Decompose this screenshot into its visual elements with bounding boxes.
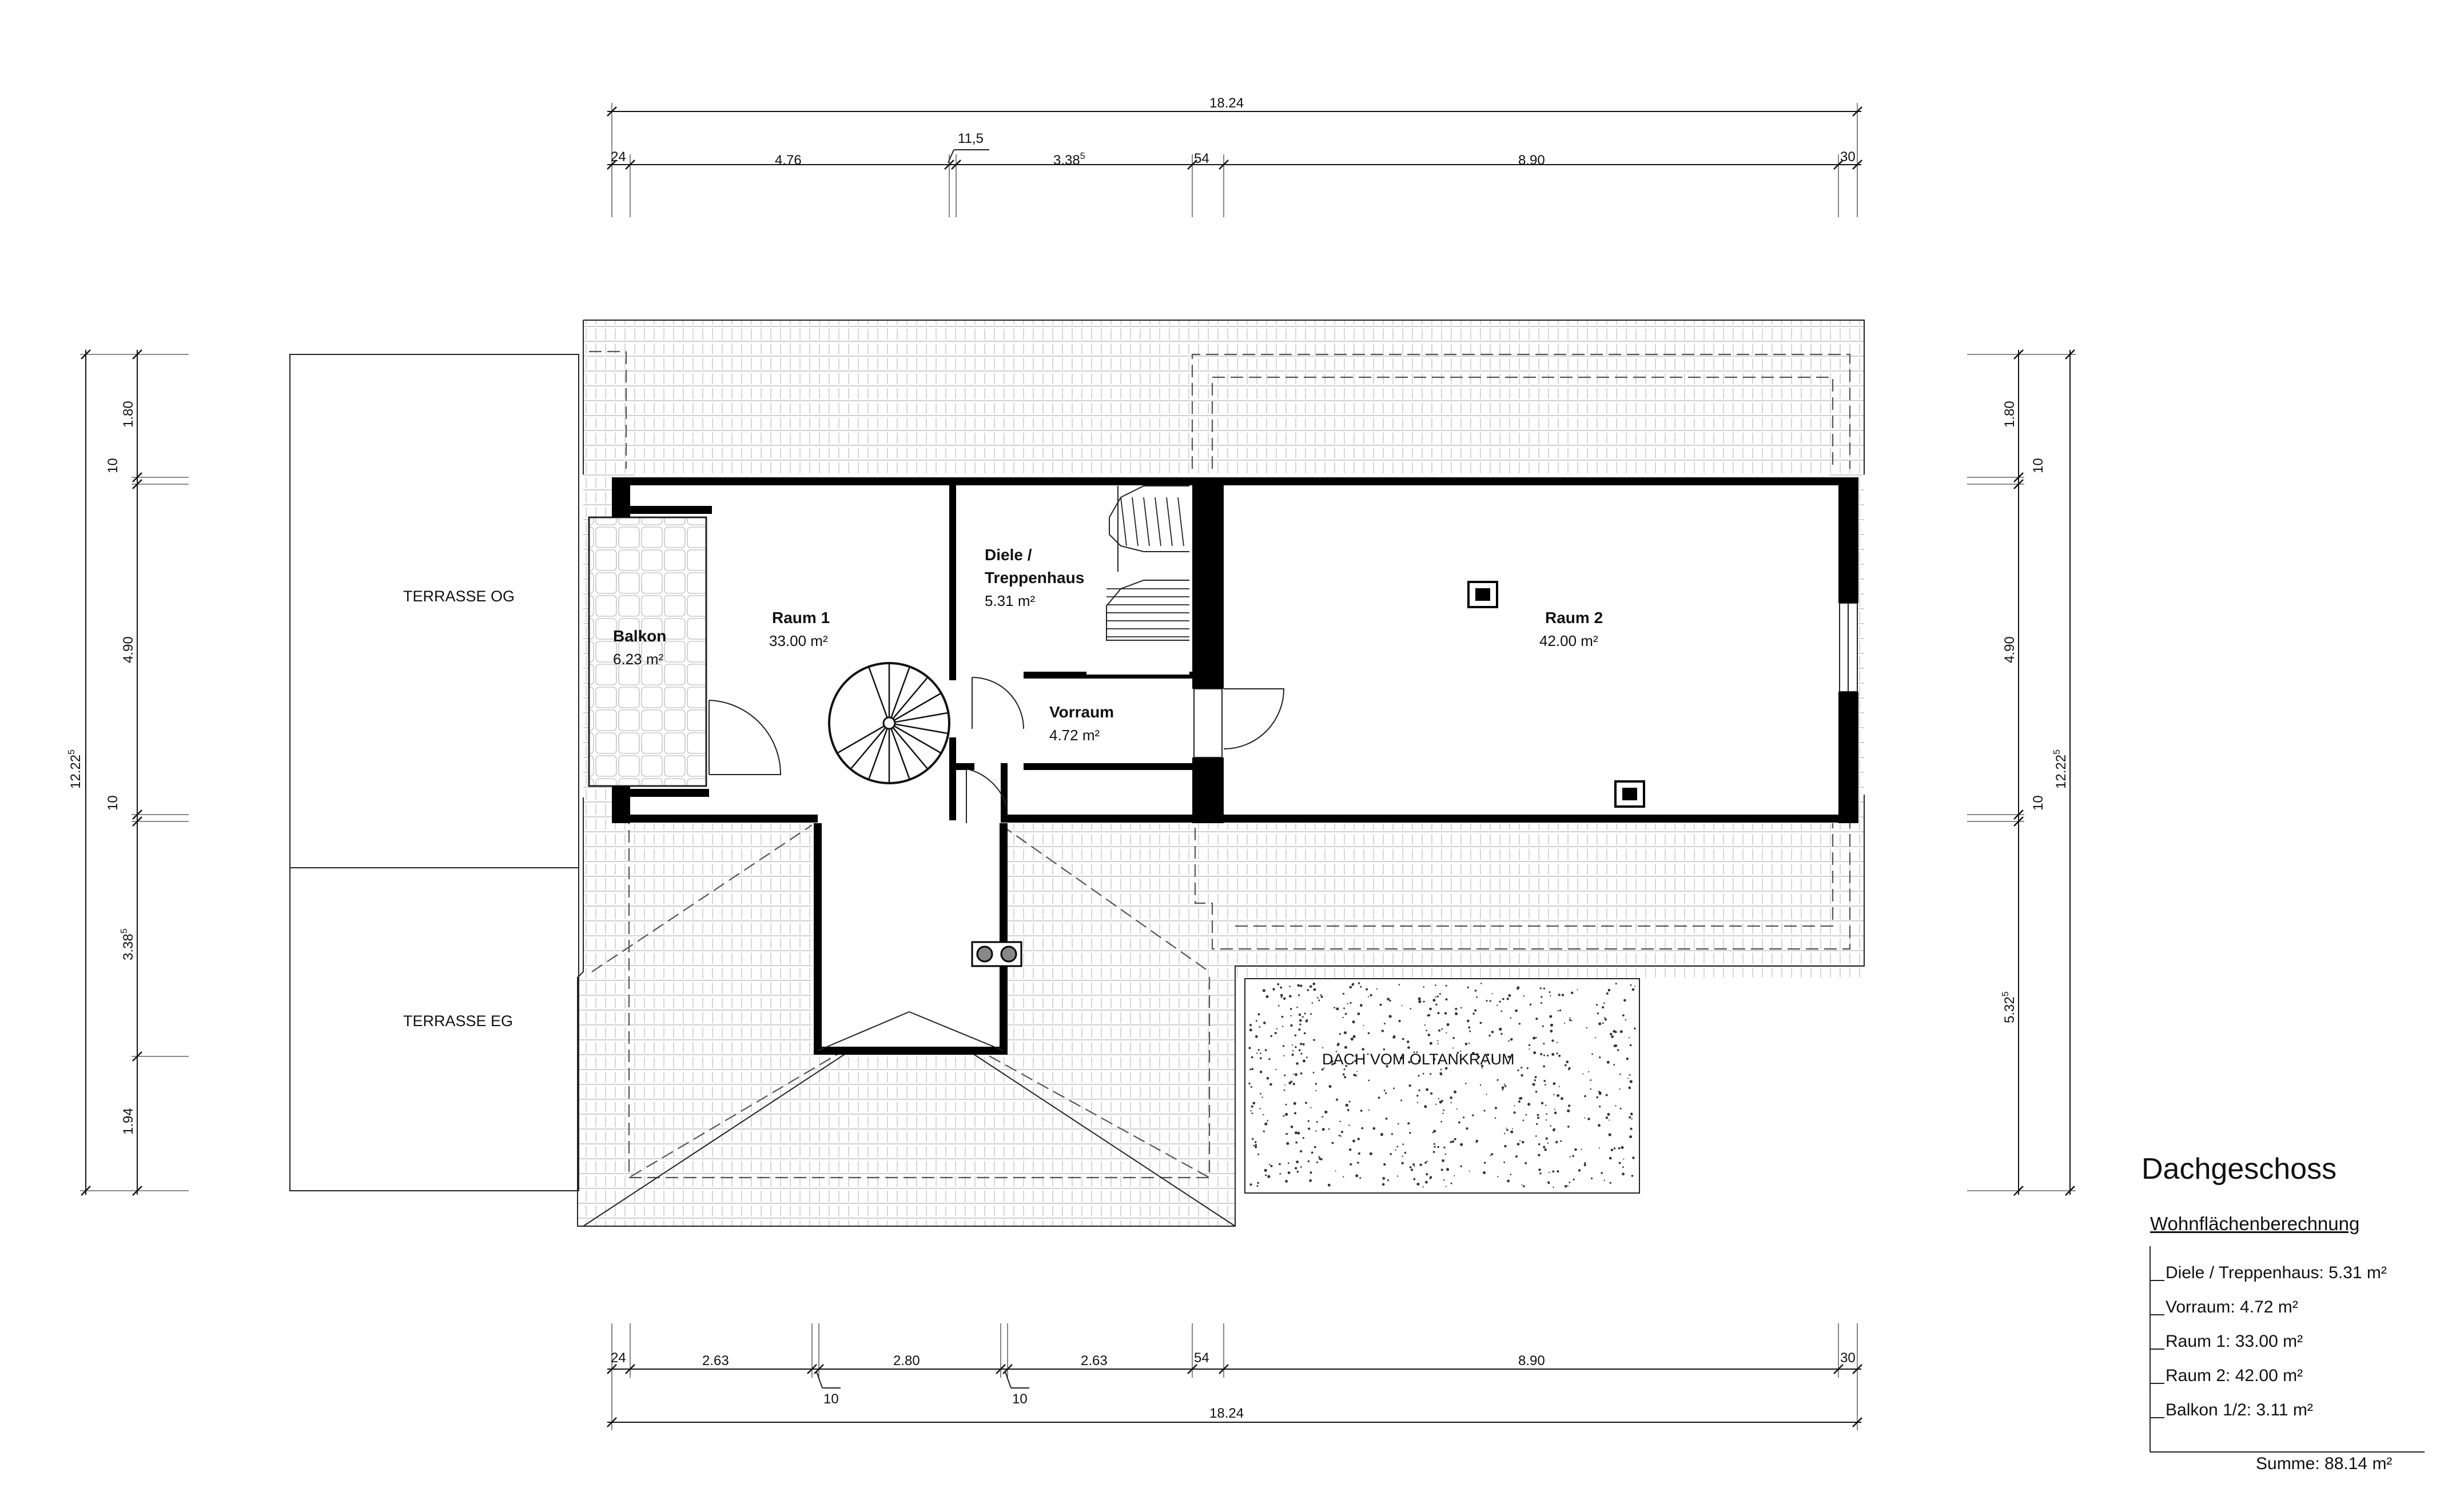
room-name-vorraum: Vorraum — [1049, 703, 1114, 721]
dim-right-seg-2: 4.90 — [2002, 636, 2017, 663]
legend-item: Vorraum: 4.72 m² — [2166, 1298, 2298, 1316]
dim-left-total: 12.225 — [67, 749, 83, 789]
room-name-diele: Diele / — [985, 546, 1032, 564]
interior-window — [1193, 688, 1223, 758]
dim-right-total: 12.225 — [2052, 749, 2069, 789]
dimension-bottom: 24 2.63 2.80 2.63 54 8.90 30 10 10 18.24 — [607, 1323, 1862, 1430]
dormer-void — [812, 817, 1006, 1052]
terrace-outlines — [289, 354, 579, 1191]
vent-icon — [1614, 780, 1645, 808]
chimney-icon — [971, 941, 1022, 967]
room-area-raum2: 42.00 m² — [1539, 632, 1598, 649]
dim-top-seg-5: 8.90 — [1518, 153, 1545, 168]
dormer-walls — [814, 815, 1008, 1055]
dim-bottom-small-1: 10 — [1012, 1391, 1028, 1407]
dim-top-total: 18.24 — [1209, 95, 1244, 111]
label-terrasse-eg: TERRASSE EG — [403, 1012, 513, 1030]
dim-bottom-total: 18.24 — [1209, 1406, 1244, 1421]
label-terrasse-og: TERRASSE OG — [403, 588, 515, 605]
dim-top-seg-3: 3.385 — [1053, 151, 1085, 168]
room-name-raum1: Raum 1 — [772, 609, 830, 627]
oiltank-roof — [1244, 978, 1640, 1194]
label-oiltank-roof: DACH VOM ÖLTANKRAUM — [1322, 1051, 1515, 1068]
doors — [708, 677, 1285, 823]
legend-title: Dachgeschoss — [2142, 1152, 2337, 1186]
dim-bottom-seg-4: 54 — [1194, 1350, 1209, 1366]
balcony-floor — [588, 516, 707, 787]
right-window — [1839, 603, 1858, 692]
spiral-staircase — [828, 662, 950, 784]
legend-item: Raum 1: 33.00 m² — [2166, 1332, 2303, 1351]
room-name-balkon: Balkon — [613, 627, 666, 645]
dim-left-seg-0: 1.80 — [121, 401, 136, 428]
winding-staircase — [1086, 485, 1189, 675]
floor-area — [615, 480, 1850, 823]
dimension-left: 12.225 1.80 10 4.90 10 3.385 1.94 — [67, 349, 189, 1196]
legend-item: Diele / Treppenhaus: 5.31 m² — [2166, 1263, 2387, 1282]
room-area-balkon: 6.23 m² — [613, 651, 663, 668]
dim-bottom-seg-2: 2.80 — [893, 1353, 920, 1369]
room-area-vorraum: 4.72 m² — [1049, 727, 1100, 744]
dim-left-seg-4: 3.385 — [120, 928, 136, 960]
dim-right-seg-1: 10 — [2031, 458, 2046, 473]
dim-left-seg-1: 10 — [105, 458, 121, 473]
dim-bottom-small-0: 10 — [823, 1391, 839, 1407]
dim-top-seg-1: 4.76 — [775, 153, 802, 168]
room-area-raum1: 33.00 m² — [769, 632, 828, 649]
dim-left-seg-5: 1.94 — [121, 1108, 136, 1135]
dim-right-seg-0: 1.80 — [2002, 401, 2017, 428]
vent-icon — [1467, 581, 1498, 608]
legend-item: Raum 2: 42.00 m² — [2166, 1366, 2303, 1385]
dimension-top: 18.24 24 4.76 11,5 3.385 54 8.90 30 — [607, 95, 1862, 217]
legend-frame — [2150, 1246, 2425, 1453]
legend-subtitle: Wohnflächenberechnung — [2150, 1213, 2360, 1234]
room-name-raum2: Raum 2 — [1545, 609, 1603, 627]
dim-top-seg-2: 11,5 — [958, 131, 984, 146]
dim-bottom-seg-1: 2.63 — [702, 1353, 729, 1369]
room-area-diele: 5.31 m² — [985, 592, 1035, 609]
legend-sum: Summe: 88.14 m² — [2256, 1454, 2393, 1473]
dim-bottom-seg-0: 24 — [611, 1350, 626, 1366]
dim-top-seg-4: 54 — [1194, 151, 1209, 166]
dim-bottom-seg-3: 2.63 — [1081, 1353, 1108, 1369]
dim-right-seg-3: 10 — [2031, 795, 2046, 811]
dim-top-seg-6: 30 — [1840, 149, 1856, 165]
legend-item: Balkon 1/2: 3.11 m² — [2166, 1401, 2313, 1419]
dim-left-seg-3: 10 — [105, 795, 121, 811]
dim-top-seg-0: 24 — [611, 149, 626, 165]
dim-right-seg-4: 5.325 — [2001, 991, 2017, 1023]
dim-bottom-seg-5: 8.90 — [1518, 1353, 1545, 1369]
room-name-treppenhaus: Treppenhaus — [985, 569, 1084, 587]
dim-bottom-seg-6: 30 — [1840, 1350, 1856, 1366]
walls — [612, 477, 1858, 823]
dimension-right: 1.80 10 4.90 10 5.325 12.225 — [1967, 349, 2076, 1196]
dim-left-seg-2: 4.90 — [121, 636, 136, 663]
